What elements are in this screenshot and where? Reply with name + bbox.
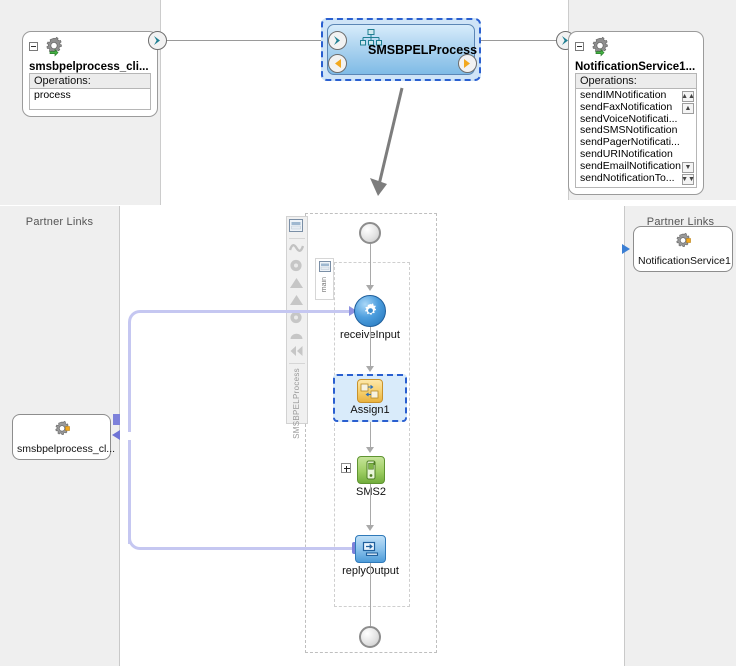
activity-replyOutput[interactable]: replyOutput xyxy=(342,535,399,577)
external-reference-notificationservice1[interactable]: NotificationService1... Operations: send… xyxy=(568,31,704,195)
correlation-icon[interactable] xyxy=(289,311,305,327)
scroll-bottom-icon[interactable]: ▼▼ xyxy=(681,174,695,185)
exposed-service-smsbpelprocess-client[interactable]: smsbpelprocess_cli... Operations: proces… xyxy=(22,31,158,117)
collapse-box-icon[interactable] xyxy=(318,261,331,275)
connector-receive-horizontal xyxy=(140,310,352,313)
gear-service-icon xyxy=(41,36,67,61)
operation-item[interactable]: sendNotificationTo... xyxy=(580,171,675,184)
operation-item[interactable]: sendVoiceNotificati... xyxy=(580,112,678,125)
scroll-up-icon[interactable]: ▲ xyxy=(682,103,694,114)
partner-links-title-right: Partner Links xyxy=(646,216,715,228)
exposed-service-title: smsbpelprocess_cli... xyxy=(29,61,149,73)
wire-service-to-component xyxy=(158,40,334,41)
process-start-circle-icon[interactable] xyxy=(359,222,381,244)
palette-divider xyxy=(289,238,305,239)
activity-SMS2[interactable]: SMS2 xyxy=(341,456,386,498)
operation-item[interactable]: sendFaxNotification xyxy=(580,100,673,113)
operation-item[interactable]: sendIMNotification xyxy=(580,89,667,101)
partnerlink-gear-icon xyxy=(51,420,73,443)
minus-box-icon[interactable] xyxy=(575,42,584,51)
palette-scope-label: SMSBPELProcess xyxy=(292,368,301,439)
sms-activity-icon xyxy=(357,456,385,484)
connector-reply-corner xyxy=(128,536,142,550)
connector-reply-vertical xyxy=(128,440,131,544)
component-output-left-icon[interactable] xyxy=(328,54,347,73)
process-sequence-outline xyxy=(334,262,410,607)
flow-link-reply-end xyxy=(370,563,371,626)
operation-item[interactable]: sendURINotification xyxy=(580,147,673,160)
scope-palette-strip[interactable]: SMSBPELProcess xyxy=(286,216,308,439)
scroll-down-icon[interactable]: ▼ xyxy=(682,162,694,173)
reference-header xyxy=(575,36,697,60)
connector-receive-arrow-icon xyxy=(349,306,357,316)
flow-arrowhead xyxy=(366,447,374,453)
assign-activity-icon xyxy=(357,379,383,403)
flow-link-receive-assign xyxy=(370,327,371,367)
reply-activity-icon xyxy=(355,535,386,563)
rewind-icon[interactable] xyxy=(289,345,305,360)
partner-links-title-left: Partner Links xyxy=(25,216,94,228)
partner-link-label: smsbpelprocess_cl... xyxy=(17,443,116,455)
exposed-service-header xyxy=(29,36,151,60)
flow-link-assign-sms xyxy=(370,422,371,448)
catch-all-icon[interactable] xyxy=(289,294,305,309)
operation-item[interactable]: sendPagerNotificati... xyxy=(580,136,680,149)
compensation-icon[interactable] xyxy=(289,329,305,343)
flow-arrowhead xyxy=(366,525,374,531)
gear-service-icon xyxy=(587,36,613,61)
receive-activity-icon xyxy=(354,295,386,327)
exposed-service-operations-header: Operations: xyxy=(29,73,151,88)
operation-item[interactable]: sendEmailNotification xyxy=(580,159,681,172)
component-output-right-icon[interactable] xyxy=(458,54,477,73)
component-input-chevron-icon[interactable] xyxy=(328,31,347,50)
partner-link-outbound-nub xyxy=(113,414,120,425)
flow-arrowhead xyxy=(366,366,374,372)
partner-links-panel-left: Partner Links smsbpelprocess_cl... xyxy=(0,206,120,666)
connector-receive-corner xyxy=(128,310,142,324)
partner-link-label: NotificationService1 xyxy=(638,255,731,267)
bpel-tree-icon xyxy=(359,29,383,50)
collapse-box-icon[interactable] xyxy=(289,219,305,235)
fault-handler-icon[interactable] xyxy=(289,277,305,292)
connector-reply-horizontal xyxy=(140,547,355,550)
main-sequence-label: main xyxy=(321,277,328,293)
composite-overview-band: smsbpelprocess_cli... Operations: proces… xyxy=(0,0,736,205)
activity-label-Assign1: Assign1 xyxy=(350,404,390,416)
service-chevron-icon[interactable] xyxy=(148,31,167,50)
wire-component-to-reference xyxy=(474,40,570,41)
bpel-component-smsbpelprocess[interactable]: SMSBPELProcess xyxy=(327,24,478,75)
flow-link-start-receive xyxy=(370,244,371,286)
reference-operations-header: Operations: xyxy=(575,73,697,88)
expand-plus-box-icon[interactable] xyxy=(341,463,351,473)
event-handler-icon[interactable] xyxy=(288,242,305,257)
operations-scrollbar[interactable]: ▲▲ ▲ ▼ ▼▼ xyxy=(681,91,695,185)
connector-receive-vertical xyxy=(128,322,131,432)
connector-reply-nub xyxy=(352,542,357,554)
partner-link-inbound-arrow-icon xyxy=(112,430,120,440)
reference-title: NotificationService1... xyxy=(575,61,696,73)
reference-operations-list[interactable]: sendIMNotification sendFaxNotification s… xyxy=(575,88,697,188)
operation-item[interactable]: process xyxy=(34,89,71,101)
partner-link-smsbpelprocess-client[interactable]: smsbpelprocess_cl... xyxy=(12,414,116,460)
flow-link-sms-reply xyxy=(370,484,371,526)
scroll-top-icon[interactable]: ▲▲ xyxy=(681,91,695,102)
flow-arrowhead xyxy=(366,285,374,291)
activity-Assign1[interactable]: Assign1 xyxy=(333,374,407,422)
partner-link-notificationservice1[interactable]: NotificationService1 xyxy=(633,226,733,272)
partnerlink-gear-icon xyxy=(672,232,694,255)
bpel-component-label: SMSBPELProcess xyxy=(368,43,478,57)
notificationservice-link-arrow-icon xyxy=(622,244,630,254)
activity-label-SMS2: SMS2 xyxy=(356,486,386,498)
activity-receiveInput[interactable]: receiveInput xyxy=(340,295,400,341)
drill-down-arrow-icon xyxy=(356,86,416,204)
process-end-circle-icon[interactable] xyxy=(359,626,381,648)
operation-item[interactable]: sendSMSNotification xyxy=(580,124,678,137)
variables-icon[interactable] xyxy=(289,259,305,275)
palette-divider xyxy=(289,363,305,364)
minus-box-icon[interactable] xyxy=(29,42,38,51)
main-sequence-collapsed-strip[interactable]: main xyxy=(315,258,334,300)
partner-links-panel-right: Partner Links NotificationService1 xyxy=(624,206,736,666)
exposed-service-operations-list[interactable]: process xyxy=(29,88,151,110)
